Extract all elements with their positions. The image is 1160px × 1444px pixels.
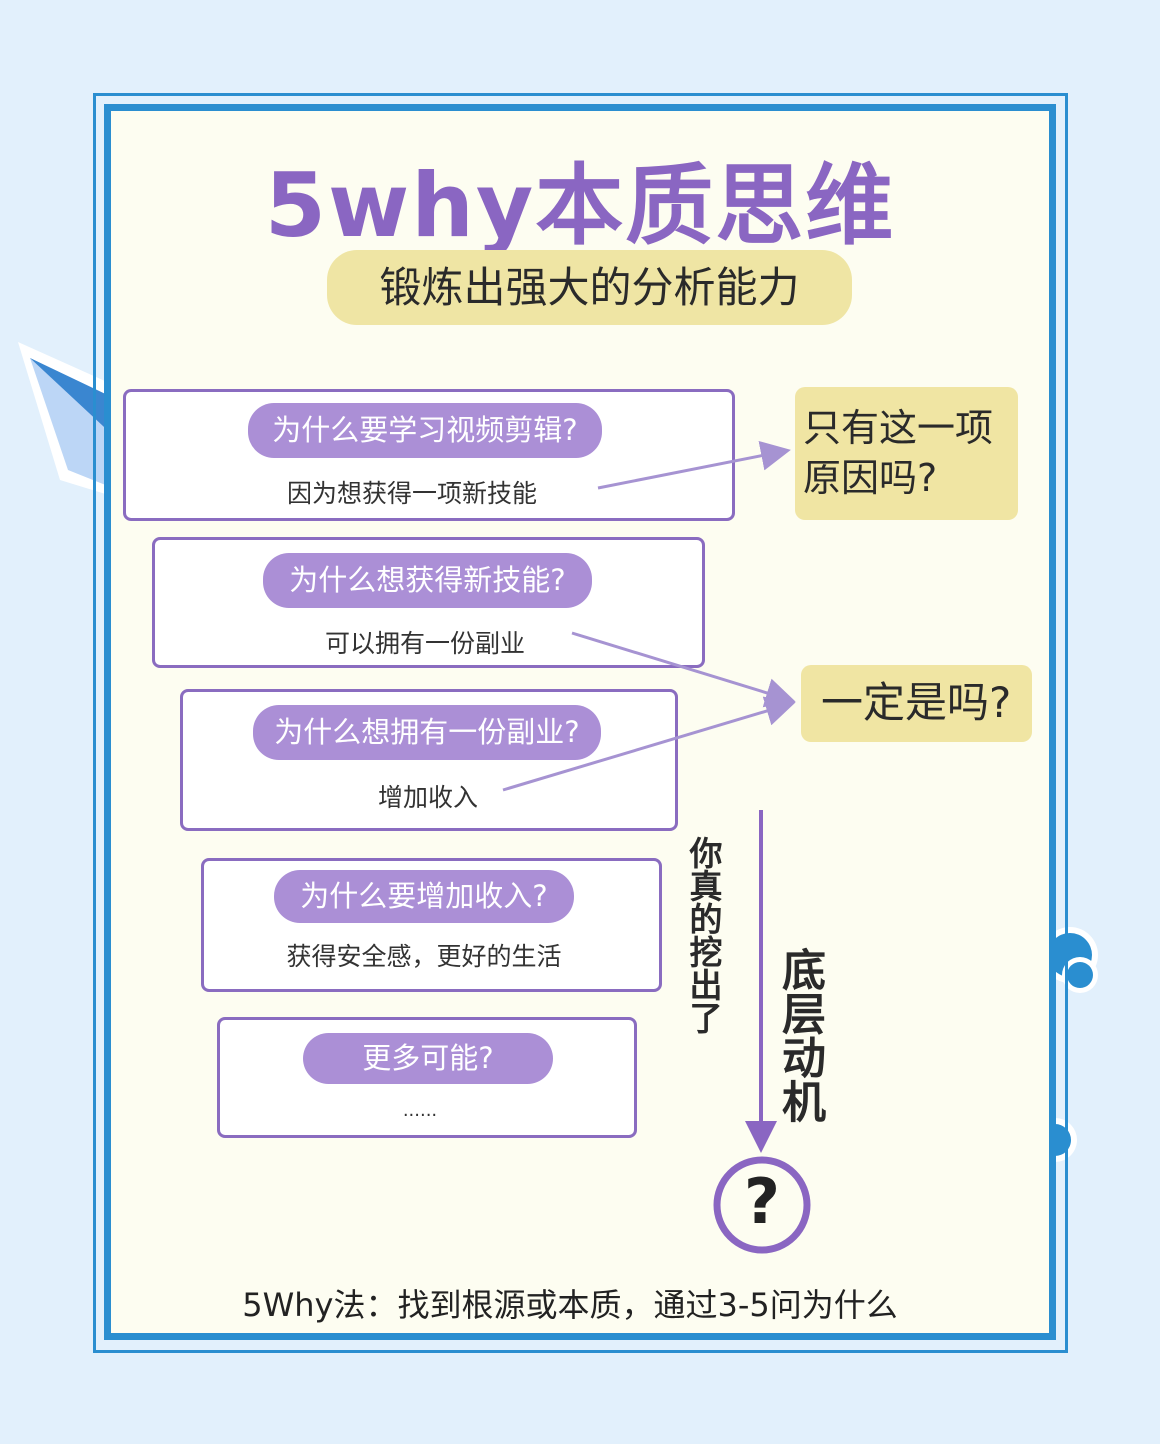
why-question: 为什么想拥有一份副业? <box>253 705 601 760</box>
why-answer: 增加收入 <box>377 783 478 812</box>
paper-plane-icon <box>18 342 125 500</box>
why-question: 为什么要学习视频剪辑? <box>248 403 602 458</box>
why-step-1: 为什么要学习视频剪辑? 因为想获得一项新技能 <box>123 389 735 521</box>
question-mark-icon: ? <box>744 1165 780 1238</box>
why-question: 为什么要增加收入? <box>274 870 574 923</box>
callout-is-it-certain: 一定是吗? <box>801 665 1032 742</box>
why-step-4: 为什么要增加收入? 获得安全感，更好的生活 <box>201 858 662 992</box>
why-answer: 因为想获得一项新技能 <box>286 479 537 508</box>
side-note: 你真的挖出了 <box>684 836 723 1034</box>
callout-line: 一定是吗? <box>821 678 1012 727</box>
why-question: 更多可能? <box>303 1033 553 1084</box>
callout-only-reason: 只有这一项 原因吗? <box>795 387 1018 520</box>
page-title: 5why本质思维 <box>264 154 896 257</box>
outer-frame <box>93 93 1068 1353</box>
arrow-1 <box>597 440 791 490</box>
why-answer: 可以拥有一份副业 <box>324 629 525 658</box>
bottom-motive-label: 底层动机 <box>774 947 825 1123</box>
why-step-3: 为什么想拥有一份副业? 增加收入 <box>180 689 678 831</box>
why-step-5: 更多可能? ...... <box>217 1017 637 1138</box>
arrow-3 <box>502 696 796 792</box>
subtitle-badge: 锻炼出强大的分析能力 <box>327 250 852 325</box>
callout-line: 原因吗? <box>803 456 938 500</box>
why-answer: ...... <box>402 1100 438 1121</box>
callout-line: 只有这一项 <box>803 406 994 450</box>
footer-text: 5Why法：找到根源或本质，通过3-5问为什么 <box>242 1286 898 1324</box>
why-question: 为什么想获得新技能? <box>263 553 592 608</box>
why-answer: 获得安全感，更好的生活 <box>286 942 562 971</box>
question-circle <box>713 1156 811 1254</box>
arrow-2 <box>571 631 796 708</box>
